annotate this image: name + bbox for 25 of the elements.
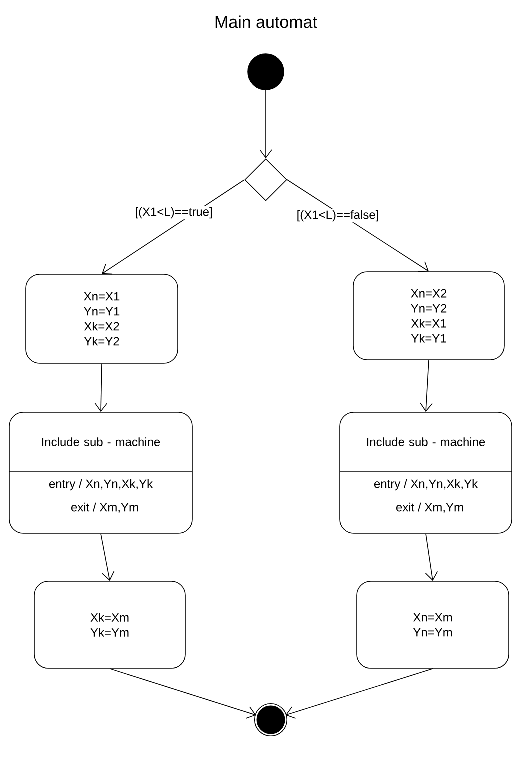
arrow	[94, 364, 108, 412]
state-name: Include sub - machine	[42, 438, 160, 446]
arrow	[260, 90, 272, 159]
state-box: Xn=X2 Yn=Y2 Xk=X1 Yk=Y1	[353, 272, 505, 360]
arrow	[110, 668, 256, 719]
arrow	[425, 534, 438, 582]
entry-action: entry / Xn,Yn,Xk,Yk	[49, 479, 154, 491]
state-box	[340, 412, 512, 534]
final-state-dot	[254, 703, 288, 737]
initial-state-dot	[248, 54, 284, 90]
state-box: Xk=Xm Yk=Ym	[34, 581, 186, 669]
exit-action: exit / Xm,Ym	[396, 502, 464, 514]
state-box: Xn=X1 Yn=Y1 Xk=X2 Yk=Y2	[26, 274, 178, 364]
arrow	[100, 534, 115, 582]
entry-action: entry / Xn,Yn,Xk,Yk	[374, 479, 478, 491]
arrow	[420, 360, 433, 412]
state-name: Include sub - machine	[367, 438, 486, 446]
decision-diamond	[244, 158, 288, 202]
state-box: Xn=Xm Yn=Ym	[356, 581, 510, 669]
state-box	[9, 412, 193, 534]
title: Main automat	[216, 16, 318, 28]
exit-action: exit / Xm,Ym	[72, 502, 138, 514]
edge-label: [(X1<L)==true]	[134, 206, 214, 220]
arrow	[286, 668, 434, 719]
edge-label: [(X1<L)==false]	[296, 209, 380, 223]
